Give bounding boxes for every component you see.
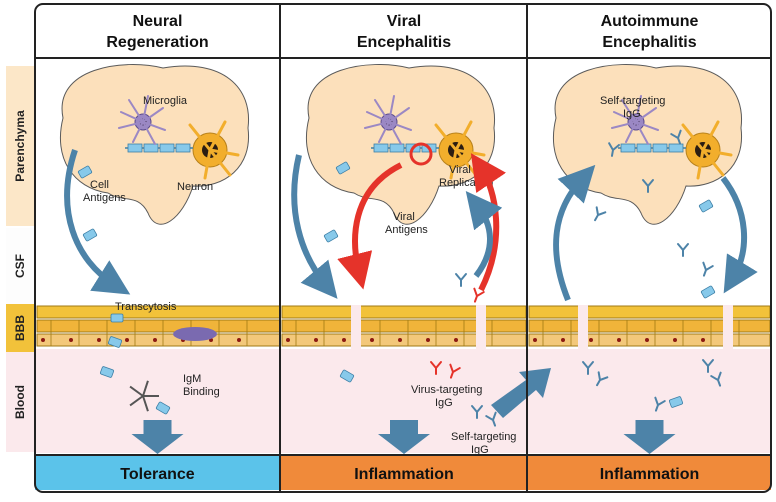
antibody-icon <box>702 359 714 373</box>
microglia-cell <box>118 95 166 145</box>
antibody-icon <box>596 371 609 387</box>
bbb-layer <box>528 305 771 349</box>
neuron-cell <box>125 120 240 180</box>
parenchyma-band <box>6 66 34 226</box>
panel-title-line2: Encephalitis <box>357 34 451 51</box>
antibody-icon <box>670 129 682 145</box>
bbb-layer <box>281 305 527 349</box>
antibody-icon <box>710 371 722 387</box>
flow-arrow-blue <box>465 190 503 278</box>
label-viral-replication-1: Viral <box>449 164 471 176</box>
panels: NeuralRegenerationToleranceViralEncephal… <box>35 13 771 490</box>
panel-title-line1: Neural <box>133 13 183 30</box>
antigen-block <box>335 161 351 175</box>
label-virus-targeting-1: Virus-targeting <box>411 384 482 396</box>
label-self-targeting-2: IgG <box>471 444 489 456</box>
label-cell-antigens-2: Antigens <box>83 192 126 204</box>
bbb-layer <box>36 305 281 347</box>
flow-arrow-red <box>337 162 403 290</box>
cross-panel-arrow <box>491 368 551 418</box>
flow-arrow-blue <box>64 149 131 295</box>
antibody-icon <box>654 396 666 412</box>
footer-band <box>35 456 280 490</box>
antibody-icon <box>594 206 607 222</box>
footer-label: Inflammation <box>354 466 454 483</box>
label-virus-targeting-2: IgG <box>435 397 453 409</box>
virus-icon <box>409 142 433 166</box>
antigen-block <box>110 313 124 323</box>
footer-band <box>528 456 771 490</box>
panel-title-line2: Encephalitis <box>602 34 696 51</box>
antigen-block <box>108 336 122 348</box>
block-arrow-down <box>378 420 430 454</box>
block-arrow-down <box>623 420 676 454</box>
microglia-cell <box>611 95 659 145</box>
side-label-bbb: BBB <box>13 315 27 341</box>
panel-title-line1: Autoimmune <box>601 13 699 30</box>
label-igm-2: Binding <box>183 386 220 398</box>
footer-band <box>281 456 527 490</box>
antigen-block <box>100 366 114 378</box>
antibody-icon <box>582 361 594 375</box>
flow-arrow-blue <box>553 164 596 302</box>
label-microglia: Microglia <box>143 95 188 107</box>
neuron-cell <box>618 120 733 180</box>
antibody-icon <box>471 405 483 419</box>
antigen-block <box>669 396 683 408</box>
antibody-icon <box>702 261 714 277</box>
antibody-icon <box>449 363 461 379</box>
antigen-block <box>698 199 714 213</box>
side-label-parenchyma: Parenchyma <box>13 110 27 182</box>
footer-label: Inflammation <box>600 466 700 483</box>
blood-band <box>6 352 34 452</box>
antigen-block <box>155 401 171 415</box>
antibody-icon <box>430 361 442 375</box>
flow-arrow-blue <box>720 176 758 294</box>
antigen-block <box>323 229 339 243</box>
footer-label: Tolerance <box>120 466 195 483</box>
antigen-block <box>82 228 98 242</box>
label-viral-antigens-1: Viral <box>393 211 415 223</box>
label-transcytosis: Transcytosis <box>115 301 177 313</box>
label-auto-self-targeting-1: Self-targeting <box>600 95 665 107</box>
antigen-block <box>700 285 716 299</box>
side-label-blood: Blood <box>13 385 27 419</box>
flow-arrow-blue <box>291 154 338 299</box>
transcytosis-vesicle <box>173 327 217 341</box>
side-label-csf: CSF <box>13 254 27 278</box>
label-igm-1: IgM <box>183 373 201 385</box>
antigen-block <box>77 165 93 179</box>
antigen-block <box>339 369 355 383</box>
label-viral-antigens-2: Antigens <box>385 224 428 236</box>
label-self-targeting-1: Self-targeting <box>451 431 516 443</box>
antibody-icon <box>642 179 654 193</box>
csf-band <box>6 228 34 304</box>
label-auto-self-targeting-2: IgG <box>623 108 641 120</box>
outer-frame <box>34 3 772 493</box>
block-arrow-down <box>131 420 184 454</box>
antibody-icon <box>677 243 689 257</box>
label-cell-antigens-1: Cell <box>90 179 109 191</box>
panel-2-details: ViralReplicationViralAntigensVirus-targe… <box>281 142 551 456</box>
label-neuron: Neuron <box>177 181 213 193</box>
panel-title-line2: Regeneration <box>106 34 208 51</box>
bbb-band <box>6 304 34 352</box>
microglia-cell <box>364 95 412 145</box>
antibody-icon <box>485 411 497 427</box>
panel-title-line1: Viral <box>387 13 421 30</box>
antibody-icon <box>455 273 467 287</box>
antibody-icon <box>608 142 620 157</box>
antibody-icon <box>473 287 485 303</box>
igm-pentamer-icon <box>129 380 159 412</box>
